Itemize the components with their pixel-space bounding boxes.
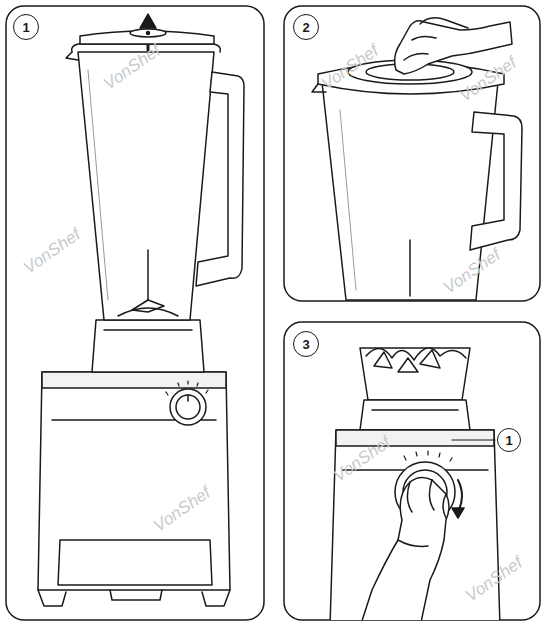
panel-frame: [284, 6, 540, 301]
step-number-text: 2: [302, 21, 309, 34]
watermark: VonShef: [330, 433, 394, 486]
watermark: VonShef: [318, 41, 382, 94]
panel-frame: [6, 6, 264, 620]
callout-number: 1: [497, 428, 521, 452]
watermark: VonShef: [150, 483, 214, 536]
step-number-text: 1: [22, 21, 29, 34]
watermark: VonShef: [100, 41, 164, 94]
watermark: VonShef: [456, 53, 520, 106]
watermark: VonShef: [462, 553, 526, 606]
step-number-text: 3: [302, 338, 309, 351]
jug-lid-closeup: [312, 18, 522, 300]
blender-full: [38, 14, 244, 606]
step-number: 3: [293, 331, 319, 357]
leader-line: [452, 439, 495, 440]
step-number: 2: [293, 14, 319, 40]
blender-dial-closeup: [330, 348, 500, 620]
step-number: 1: [13, 14, 39, 40]
watermark: VonShef: [440, 245, 504, 298]
watermark: VonShef: [20, 225, 84, 278]
callout-number-text: 1: [505, 434, 512, 447]
